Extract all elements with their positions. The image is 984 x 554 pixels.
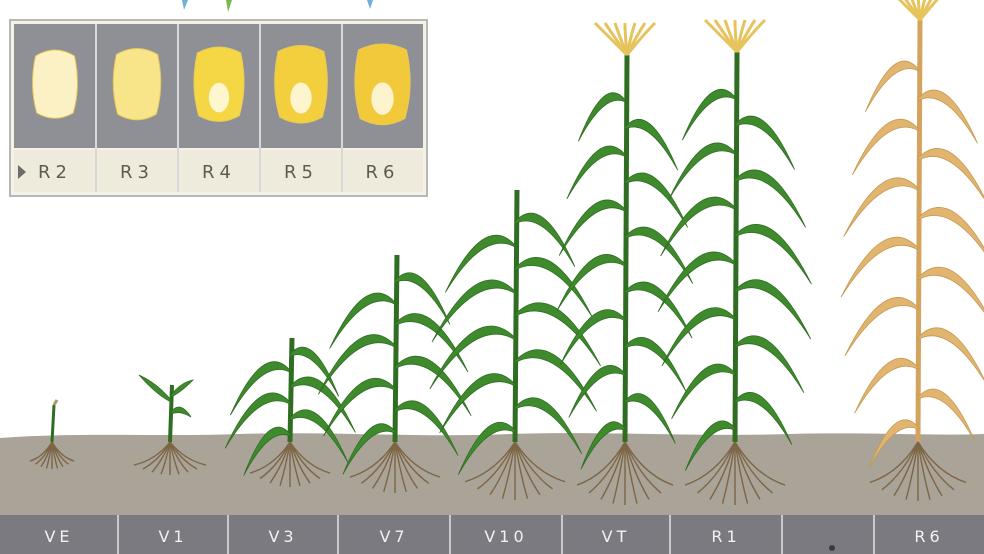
- stage-label: R6: [914, 527, 943, 546]
- stage-label: V10: [484, 527, 527, 546]
- corn-plant: [841, 0, 984, 470]
- corn-plant: [658, 20, 811, 471]
- stage-label: VT: [602, 527, 631, 546]
- stage-label: V7: [379, 527, 408, 546]
- kernel-stage-label: R3: [120, 162, 154, 183]
- kernel-panel: R2 R3 R4 R5 R6: [10, 20, 427, 196]
- top-mark: [226, 0, 232, 12]
- kernel-milkline-icon: [209, 83, 229, 113]
- corn-plant: [139, 375, 193, 442]
- kernel-milkline-icon: [371, 82, 393, 114]
- soil-band: [0, 433, 984, 515]
- kernel-stage-label: R2: [38, 162, 72, 183]
- top-mark: [182, 0, 188, 10]
- kernel-stage-label: R6: [366, 162, 400, 183]
- stage-label: V1: [158, 527, 187, 546]
- kernel-icon: [33, 50, 78, 118]
- kernel-stage-label: R4: [202, 162, 236, 183]
- top-mark: [367, 0, 373, 9]
- corn-plant: [557, 23, 693, 469]
- stage-label: VE: [44, 527, 73, 546]
- stage-dot: [829, 545, 835, 551]
- stage-label: V3: [268, 527, 297, 546]
- kernel-stage-label: R5: [284, 162, 318, 183]
- stage-label: R1: [711, 527, 740, 546]
- kernel-milkline-icon: [290, 83, 311, 114]
- kernel-icon: [113, 49, 161, 120]
